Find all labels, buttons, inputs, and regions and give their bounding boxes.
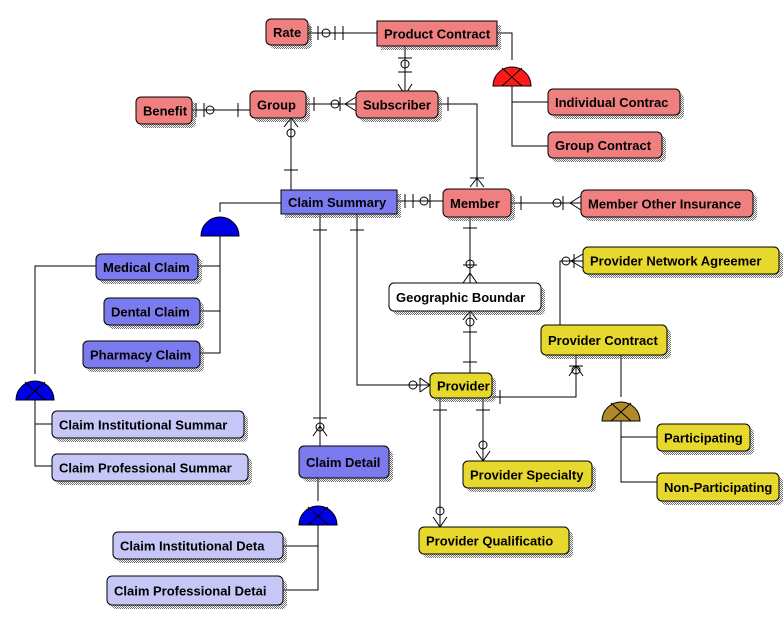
subtype-symbol-provider-contract [601,401,641,422]
entity-label: Group [257,98,296,113]
entity-individual-contract[interactable]: Individual Contrac [547,88,684,119]
entity-dental-claim[interactable]: Dental Claim [103,297,204,329]
entity-claim-institutional-detail[interactable]: Claim Institutional Deta [112,531,287,563]
entity-subscriber[interactable]: Subscriber [355,90,442,122]
entity-pharmacy-claim[interactable]: Pharmacy Claim [82,340,204,372]
entity-provider-qualification[interactable]: Provider Qualificatio [418,526,573,558]
entity-label: Medical Claim [103,260,190,275]
rel-product-contract-subtype [497,32,513,60]
entity-label: Provider Network Agreemer [590,254,761,269]
rel-subscriber-member [438,103,478,187]
entity-label: Provider Specialty [470,468,584,483]
entity-claim-professional-detail[interactable]: Claim Professional Detai [106,575,287,609]
entity-label: Pharmacy Claim [90,348,191,363]
entity-label: Provider Contract [548,333,658,348]
rel-claim-summary-provider [356,214,430,386]
entity-product-contract[interactable]: Product Contract [376,20,501,50]
entity-medical-claim[interactable]: Medical Claim [95,253,202,284]
entity-label: Participating [664,431,743,446]
entity-provider-network-agreement[interactable]: Provider Network Agreemer [582,246,783,278]
entity-provider-specialty[interactable]: Provider Specialty [462,460,596,492]
entity-label: Claim Professional Summar [59,461,232,476]
entity-label: Rate [273,25,301,40]
entity-label: Member [450,196,500,211]
rel-claim-summary-subtype [219,202,281,212]
rel-provider-contract [492,355,577,398]
entity-label: Non-Participating [664,480,772,495]
entity-label: Provider [437,379,490,394]
entity-benefit[interactable]: Benefit [135,96,196,128]
entity-member[interactable]: Member [442,188,515,221]
entity-label: Member Other Insurance [588,197,741,212]
entity-label: Dental Claim [111,305,190,320]
entity-claim-professional-summary[interactable]: Claim Professional Summar [51,453,252,485]
entity-label: Claim Institutional Summar [59,418,227,433]
subtype-symbol-claim-summary [200,216,240,237]
rel-contract-network [559,260,583,325]
entity-label: Benefit [143,104,188,119]
entity-claim-institutional-summary[interactable]: Claim Institutional Summar [51,410,248,442]
entity-member-other-insurance[interactable]: Member Other Insurance [580,189,757,221]
entity-label: Claim Professional Detai [114,584,266,599]
entity-rate[interactable]: Rate [265,18,312,49]
entity-label: Claim Detail [306,455,380,470]
entity-label: Provider Qualificatio [426,534,553,549]
entity-claim-detail[interactable]: Claim Detail [298,445,393,482]
subtype-symbols [15,66,641,526]
entity-group-contract[interactable]: Group Contract [547,131,666,162]
entity-label: Product Contract [384,27,491,42]
subtype-symbol-product-contract [492,66,532,87]
entity-label: Individual Contrac [555,95,668,110]
entity-claim-summary[interactable]: Claim Summary [280,189,401,218]
subtype-symbol-claim-detail [298,505,338,526]
relationship-lines [34,26,657,591]
subtype-symbol-medical-claim [15,380,55,401]
entity-label: Geographic Boundar [396,290,525,305]
entity-geographic-boundary[interactable]: Geographic Boundar [388,282,545,315]
entity-provider-contract[interactable]: Provider Contract [540,324,671,359]
entity-label: Claim Institutional Deta [120,539,265,554]
entity-label: Claim Summary [288,195,387,210]
entity-group[interactable]: Group [249,90,310,122]
rel-medical-claim-subtype [34,265,96,374]
entity-label: Group Contract [555,138,652,153]
entity-participating[interactable]: Participating [656,423,754,455]
entity-non-participating[interactable]: Non-Participating [656,472,783,505]
entity-label: Subscriber [363,98,431,113]
entity-provider[interactable]: Provider [429,372,496,402]
